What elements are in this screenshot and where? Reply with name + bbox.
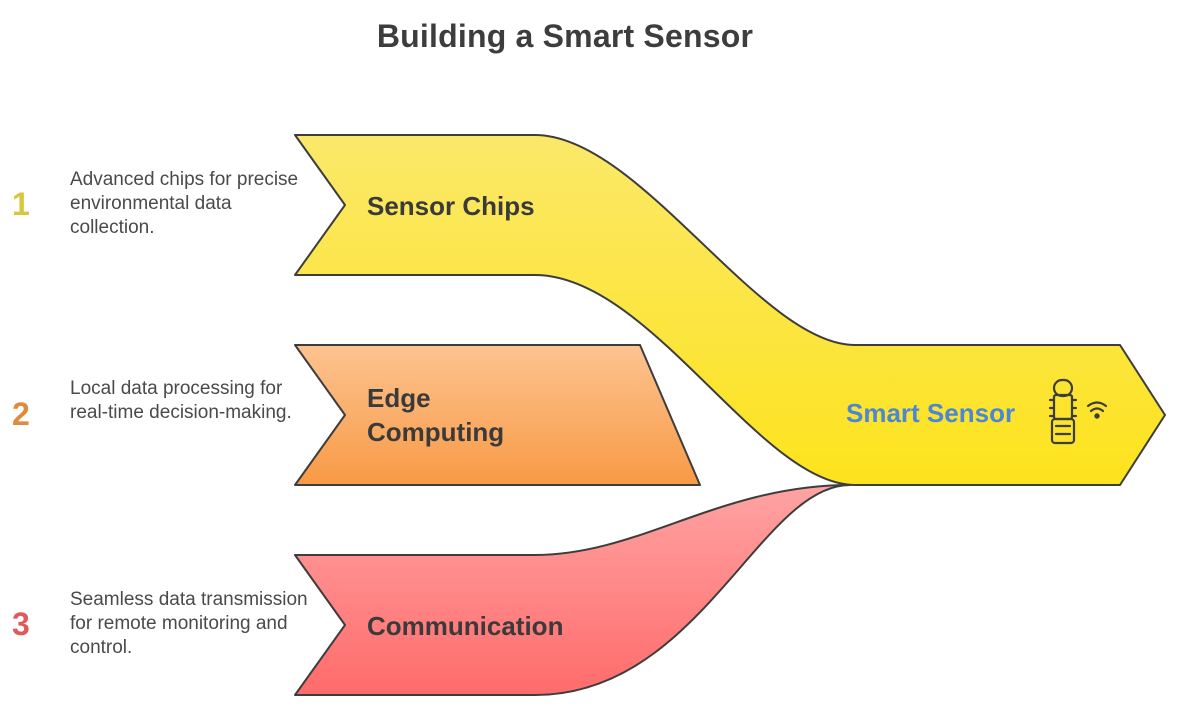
band-edge-computing [294,344,701,486]
step-description-1: Advanced chips for precise environmental… [70,169,299,238]
step-description-3: Seamless data transmission for remote mo… [70,589,308,658]
band-label-edge-computing: Edge Computing [367,383,505,447]
result-label: Smart Sensor [846,398,1016,428]
band-label-communication: Communication [367,611,564,641]
step-number-1: 1 [12,186,30,222]
sensor-wifi-icon [1048,378,1108,445]
step-number-2: 2 [12,396,30,432]
step-number-3: 3 [12,606,30,642]
band-label-sensor-chips: Sensor Chips [367,191,535,221]
band-sensor-chips [294,134,1166,486]
page-title: Building a Smart Sensor [376,18,754,54]
band-communication [294,484,851,696]
step-description-2: Local data processing for real-time deci… [70,378,292,423]
